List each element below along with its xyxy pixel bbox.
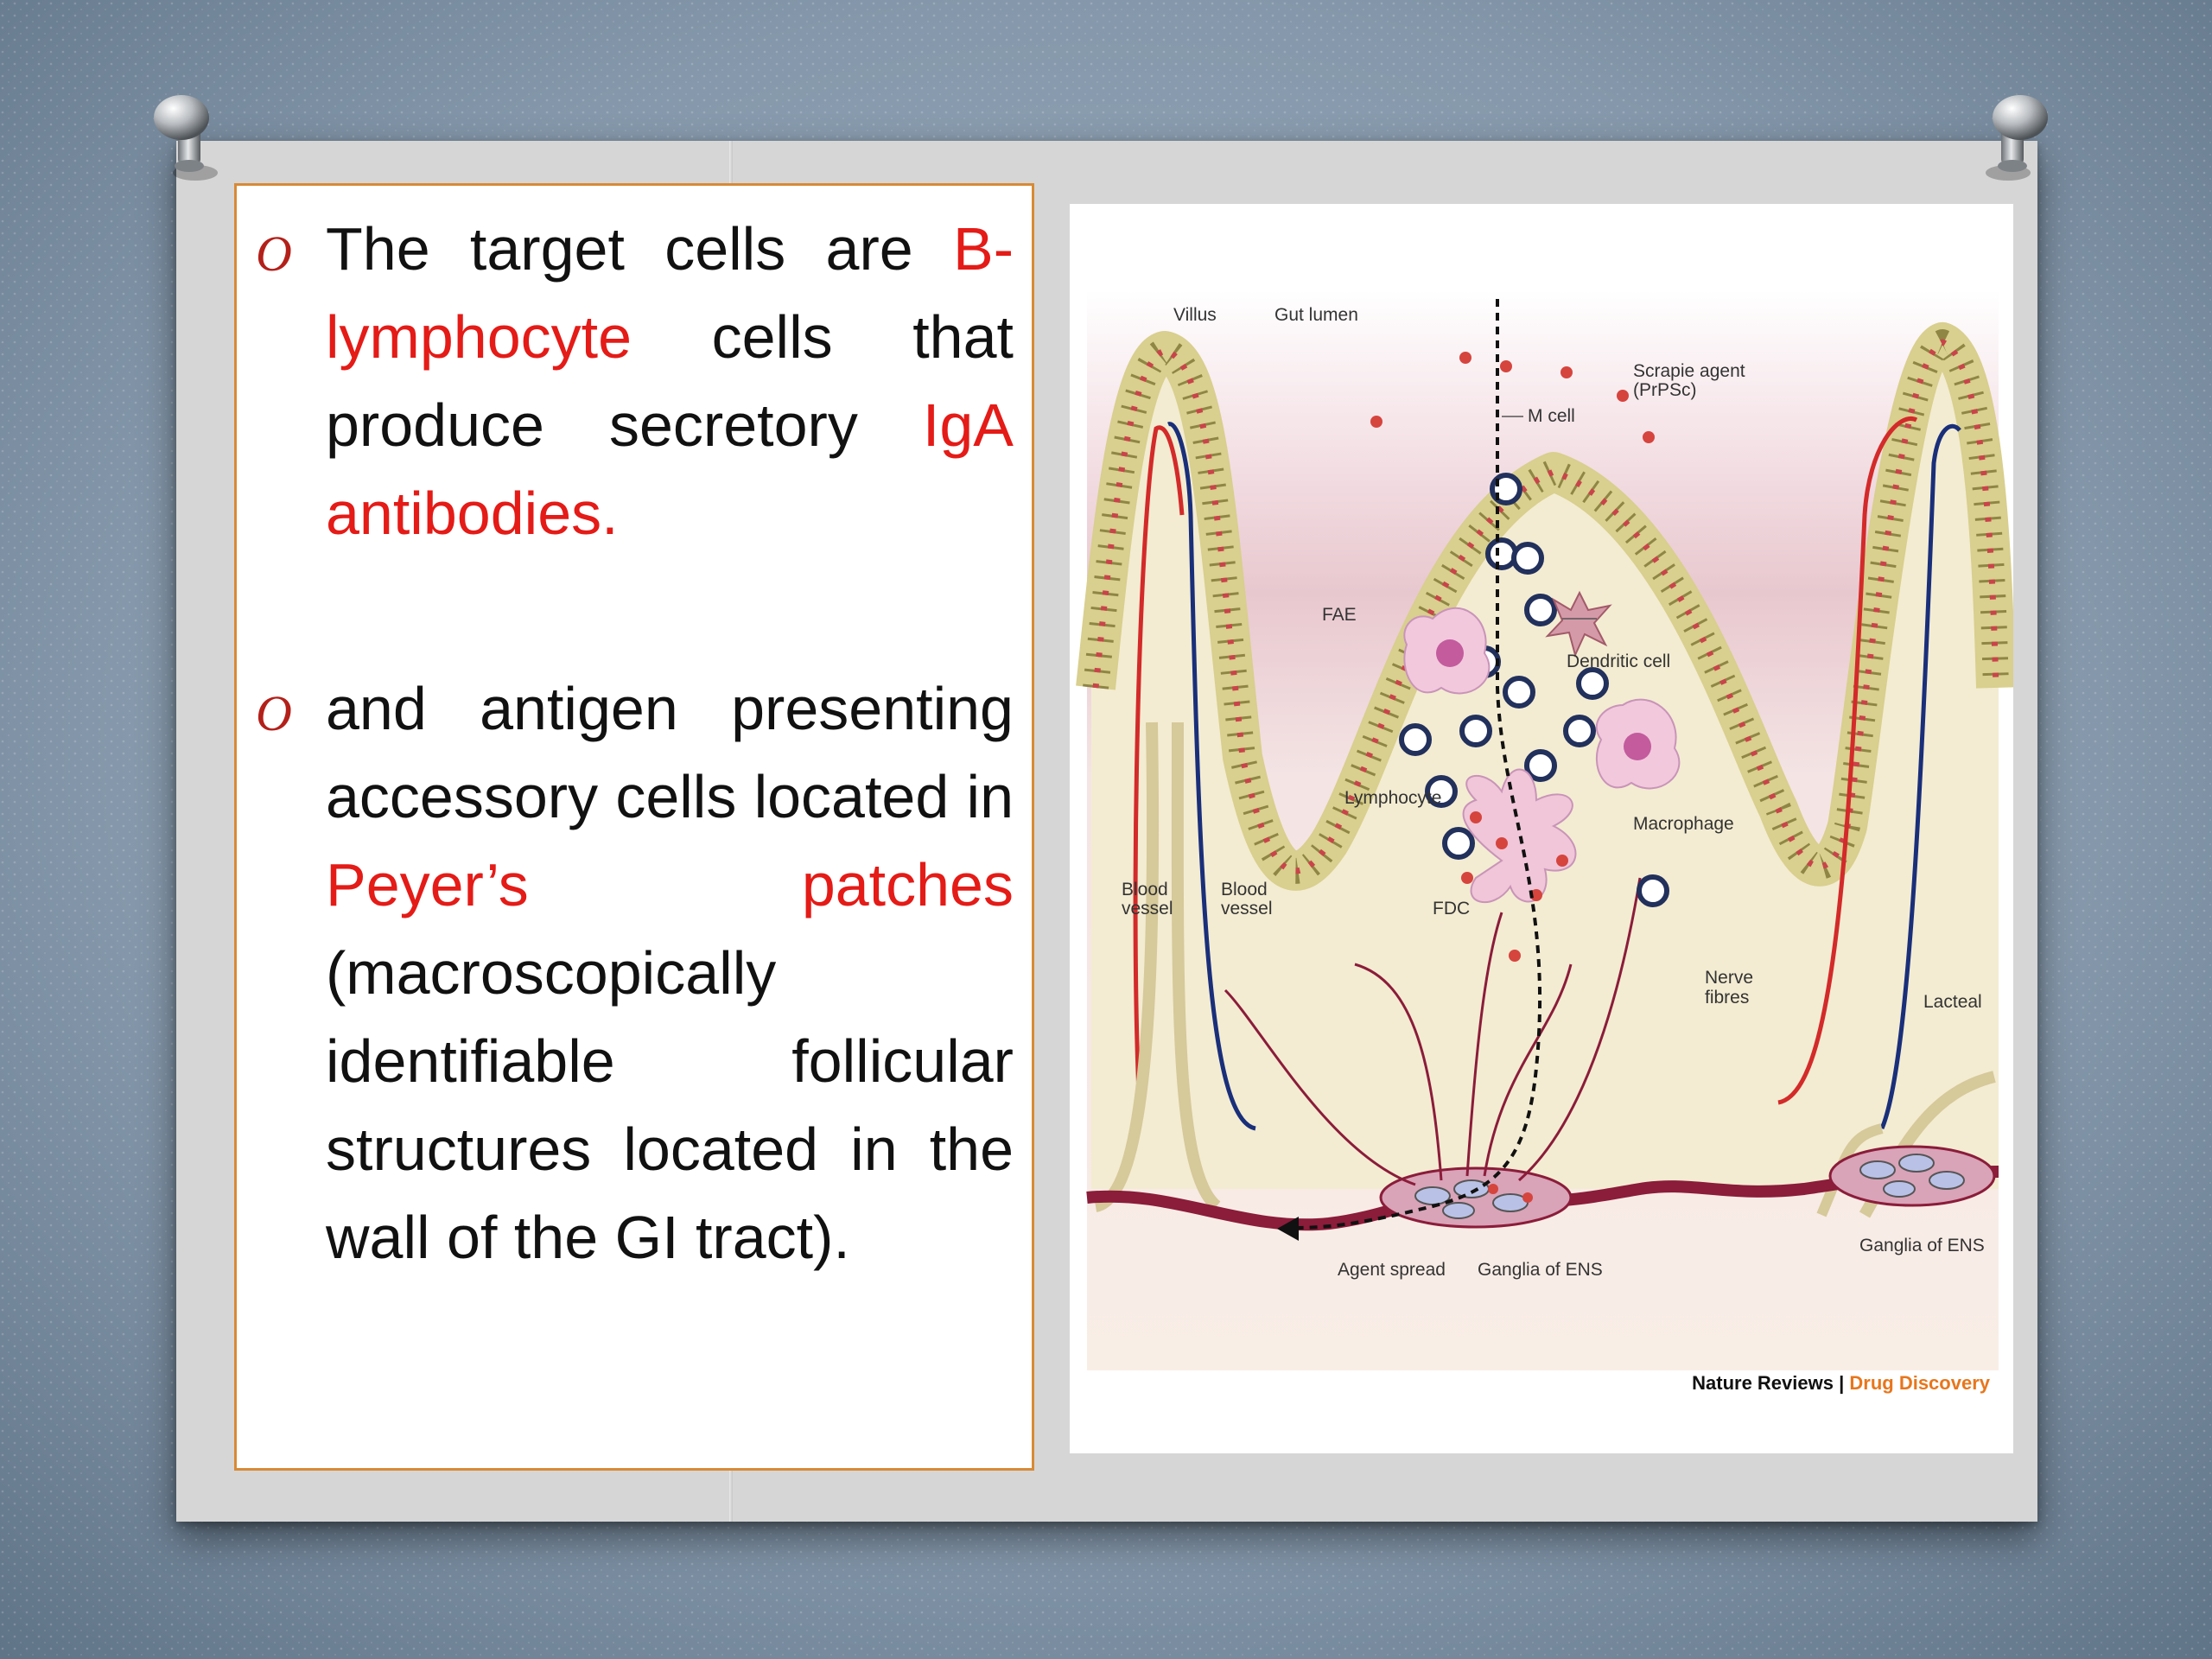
macrophage-nucleus	[1624, 733, 1651, 760]
label-villus: Villus	[1173, 305, 1217, 325]
scrapie-agent-particles	[1370, 352, 1655, 1203]
credit-journal: Nature Reviews	[1692, 1372, 1834, 1394]
label-m-cell: M cell	[1528, 406, 1575, 426]
blood-vessel-right	[1777, 416, 1918, 1105]
label-scrapie-agent-prpsc: (PrPSc)	[1633, 380, 1697, 400]
bullet-paragraph-1: The target cells are B-lymphocyte cells …	[326, 205, 1014, 557]
credit-section: Drug Discovery	[1849, 1372, 1990, 1394]
peyers-patch-figure: Villus Gut lumen M cell Scrapie agent (P…	[1070, 204, 2013, 1453]
lacteal-right-inner	[1816, 1123, 1884, 1217]
label-blood-vessel-left-2: vessel	[1122, 899, 1173, 918]
lacteal-left-inner	[1171, 721, 1221, 1211]
label-fdc: FDC	[1433, 899, 1470, 918]
dendritic-cell	[1545, 590, 1612, 658]
epithelium	[1076, 322, 2013, 891]
pin-icon	[154, 95, 218, 181]
highlight-b-lymphocyte: B-lymphocyte	[326, 215, 1014, 371]
text-segment: The target cells are	[326, 215, 953, 283]
bullet-marker: O	[256, 226, 292, 282]
agent-spread-route	[1294, 299, 1542, 1230]
highlight-iga-antibodies: IgA antibodies.	[326, 391, 1014, 547]
text-segment: (macroscopically identifiable follicular…	[326, 939, 1014, 1271]
label-ganglia-ens-right: Ganglia of ENS	[1859, 1236, 1985, 1255]
highlight-peyers-patches: Peyer’s patches	[326, 851, 1014, 918]
label-nerve-fibres: Nerve	[1705, 968, 1753, 988]
bullet-paragraph-2: and antigen presenting accessory cells l…	[326, 664, 1014, 1281]
figure-credit: Nature Reviews | Drug Discovery	[1692, 1372, 1991, 1394]
label-blood-vessel-left: Blood	[1122, 880, 1168, 899]
credit-separator: |	[1834, 1372, 1849, 1394]
text-segment: and antigen presenting accessory cells l…	[326, 675, 1014, 830]
blood-vessel-right-vein	[1879, 423, 1961, 1129]
text-box: O The target cells are B-lymphocyte cell…	[234, 183, 1034, 1471]
label-lacteal: Lacteal	[1923, 992, 1982, 1012]
nerve-fibres	[1224, 877, 1642, 1186]
label-nerve-fibres-2: fibres	[1705, 988, 1749, 1007]
text-segment: cells that produce secretory	[326, 303, 1014, 459]
ganglion-cells	[1414, 1154, 1965, 1219]
label-blood-vessel-right-2: vessel	[1221, 899, 1273, 918]
label-lymphocyte: Lymphocyte	[1344, 788, 1441, 808]
leader-lines	[1502, 416, 1597, 620]
bullet-marker: O	[256, 685, 292, 741]
macrophage-nucleus	[1436, 639, 1464, 667]
label-agent-spread: Agent spread	[1338, 1260, 1446, 1280]
label-ganglia-ens: Ganglia of ENS	[1478, 1260, 1603, 1280]
fdc-cell	[1462, 768, 1577, 903]
peyers-patch-diagram: Villus Gut lumen M cell Scrapie agent (P…	[1076, 290, 2013, 1394]
pin-icon	[1986, 95, 2048, 181]
label-fae: FAE	[1322, 605, 1357, 625]
label-macrophage: Macrophage	[1633, 814, 1734, 834]
label-blood-vessel-right: Blood	[1221, 880, 1268, 899]
label-gut-lumen: Gut lumen	[1274, 305, 1358, 325]
arrowhead-icon	[1277, 1217, 1299, 1241]
label-dendritic-cell: Dendritic cell	[1567, 652, 1670, 671]
blood-vessel-left	[1133, 425, 1185, 1095]
label-scrapie-agent: Scrapie agent	[1633, 361, 1745, 381]
blood-vessel-left-vein	[1167, 422, 1256, 1131]
